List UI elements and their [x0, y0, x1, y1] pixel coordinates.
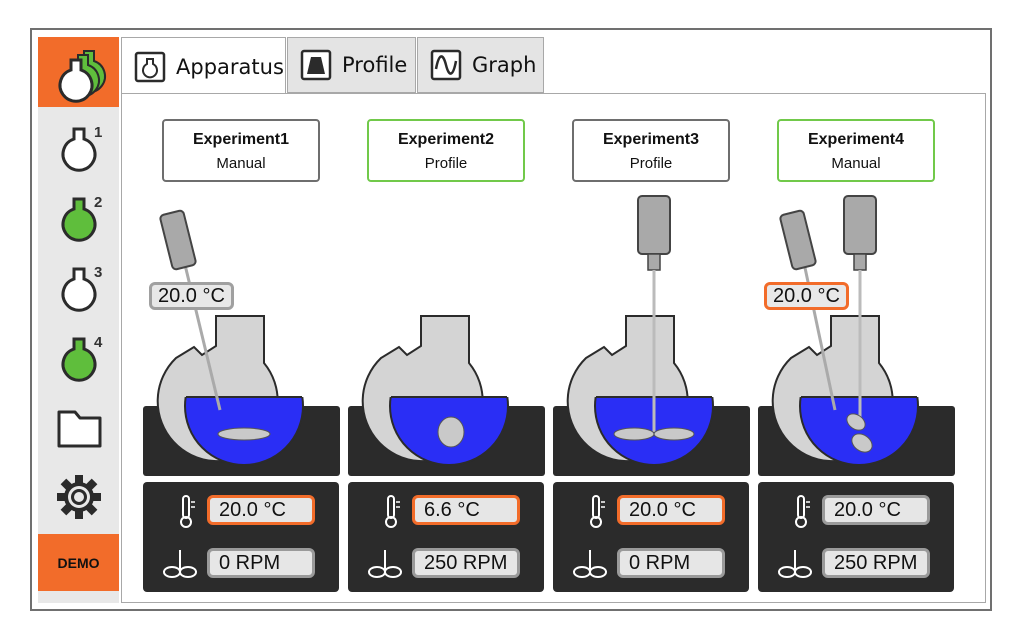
demo-badge[interactable]: DEMO	[38, 534, 119, 591]
temperature-field[interactable]: 6.6 °C	[412, 495, 520, 525]
tab-apparatus[interactable]: Apparatus	[121, 37, 286, 95]
overhead-stirrer-motor	[843, 195, 877, 255]
sidebar-item-all[interactable]	[38, 37, 119, 107]
flask-stack-icon	[58, 50, 106, 103]
flask-icon: 3	[61, 264, 102, 312]
temperature-field[interactable]: 20.0 °C	[207, 495, 315, 525]
experiment-name: Experiment2	[397, 131, 495, 148]
experiment-4-apparatus	[758, 195, 955, 476]
settings-button[interactable]	[38, 469, 119, 529]
experiment-mode: Profile	[424, 155, 468, 172]
sidebar-item-number: 2	[94, 194, 102, 211]
graph-icon	[430, 49, 462, 81]
temperature-field[interactable]: 20.0 °C	[617, 495, 725, 525]
tab-label: Apparatus	[176, 54, 284, 79]
experiment-mode: Manual	[216, 155, 266, 172]
flask	[566, 315, 714, 466]
stirrer-chuck	[647, 253, 661, 271]
tab-profile[interactable]: Profile	[287, 37, 416, 93]
temperature-probe	[178, 243, 222, 411]
experiment-mode: Profile	[629, 155, 673, 172]
folder-button[interactable]	[38, 399, 119, 455]
rpm-field[interactable]: 250 RPM	[822, 548, 930, 578]
gear-icon	[57, 475, 101, 519]
profile-icon	[300, 49, 332, 81]
demo-label: DEMO	[57, 554, 100, 571]
rpm-field[interactable]: 250 RPM	[412, 548, 520, 578]
stirrer-chuck	[853, 253, 867, 271]
experiment-2-card[interactable]: Experiment2 Profile	[367, 119, 525, 182]
stir-propeller	[846, 413, 873, 453]
flask-icon: 4	[61, 334, 103, 382]
sidebar-item-experiment-4[interactable]: 4	[38, 325, 119, 387]
experiment-mode: Manual	[831, 155, 881, 172]
sidebar-item-experiment-3[interactable]: 3	[38, 255, 119, 317]
probe-temp-label: 20.0 °C	[149, 282, 234, 310]
flask-icon: 2	[61, 194, 102, 242]
experiment-1-card[interactable]: Experiment1 Manual	[162, 119, 320, 182]
experiment-name: Experiment1	[192, 131, 290, 148]
flask	[361, 315, 509, 466]
experiment-name: Experiment4	[807, 131, 905, 148]
sidebar-item-experiment-1[interactable]: 1	[38, 115, 119, 177]
rpm-field[interactable]: 0 RPM	[617, 548, 725, 578]
experiment-4-card[interactable]: Experiment4 Manual	[777, 119, 935, 182]
flask-icon	[134, 51, 166, 82]
stir-propeller	[613, 427, 695, 441]
sidebar: 1 2 3 4	[38, 37, 119, 603]
temperature-field[interactable]: 20.0 °C	[822, 495, 930, 525]
sidebar-item-number: 4	[94, 334, 103, 351]
probe-temp-label: 20.0 °C	[764, 282, 849, 310]
sidebar-item-experiment-2[interactable]: 2	[38, 185, 119, 247]
flask	[156, 315, 304, 466]
sidebar-item-number: 1	[94, 124, 102, 141]
probe-head	[779, 209, 817, 271]
stir-bar	[217, 427, 271, 441]
temperature-probe	[798, 243, 837, 411]
overhead-stirrer-motor	[637, 195, 671, 255]
experiment-name: Experiment3	[602, 131, 700, 148]
experiment-1-apparatus	[143, 209, 340, 476]
tab-label: Profile	[342, 53, 408, 77]
tab-graph[interactable]: Graph	[417, 37, 544, 93]
sidebar-item-number: 3	[94, 264, 102, 281]
tab-label: Graph	[472, 53, 537, 77]
experiment-2-apparatus	[348, 315, 545, 476]
probe-head	[159, 209, 197, 271]
rpm-field[interactable]: 0 RPM	[207, 548, 315, 578]
flask	[771, 315, 919, 466]
stir-bar	[437, 416, 465, 448]
experiment-3-card[interactable]: Experiment3 Profile	[572, 119, 730, 182]
flask-icon: 1	[61, 124, 102, 172]
folder-icon	[57, 410, 102, 448]
experiment-3-apparatus	[553, 195, 750, 476]
